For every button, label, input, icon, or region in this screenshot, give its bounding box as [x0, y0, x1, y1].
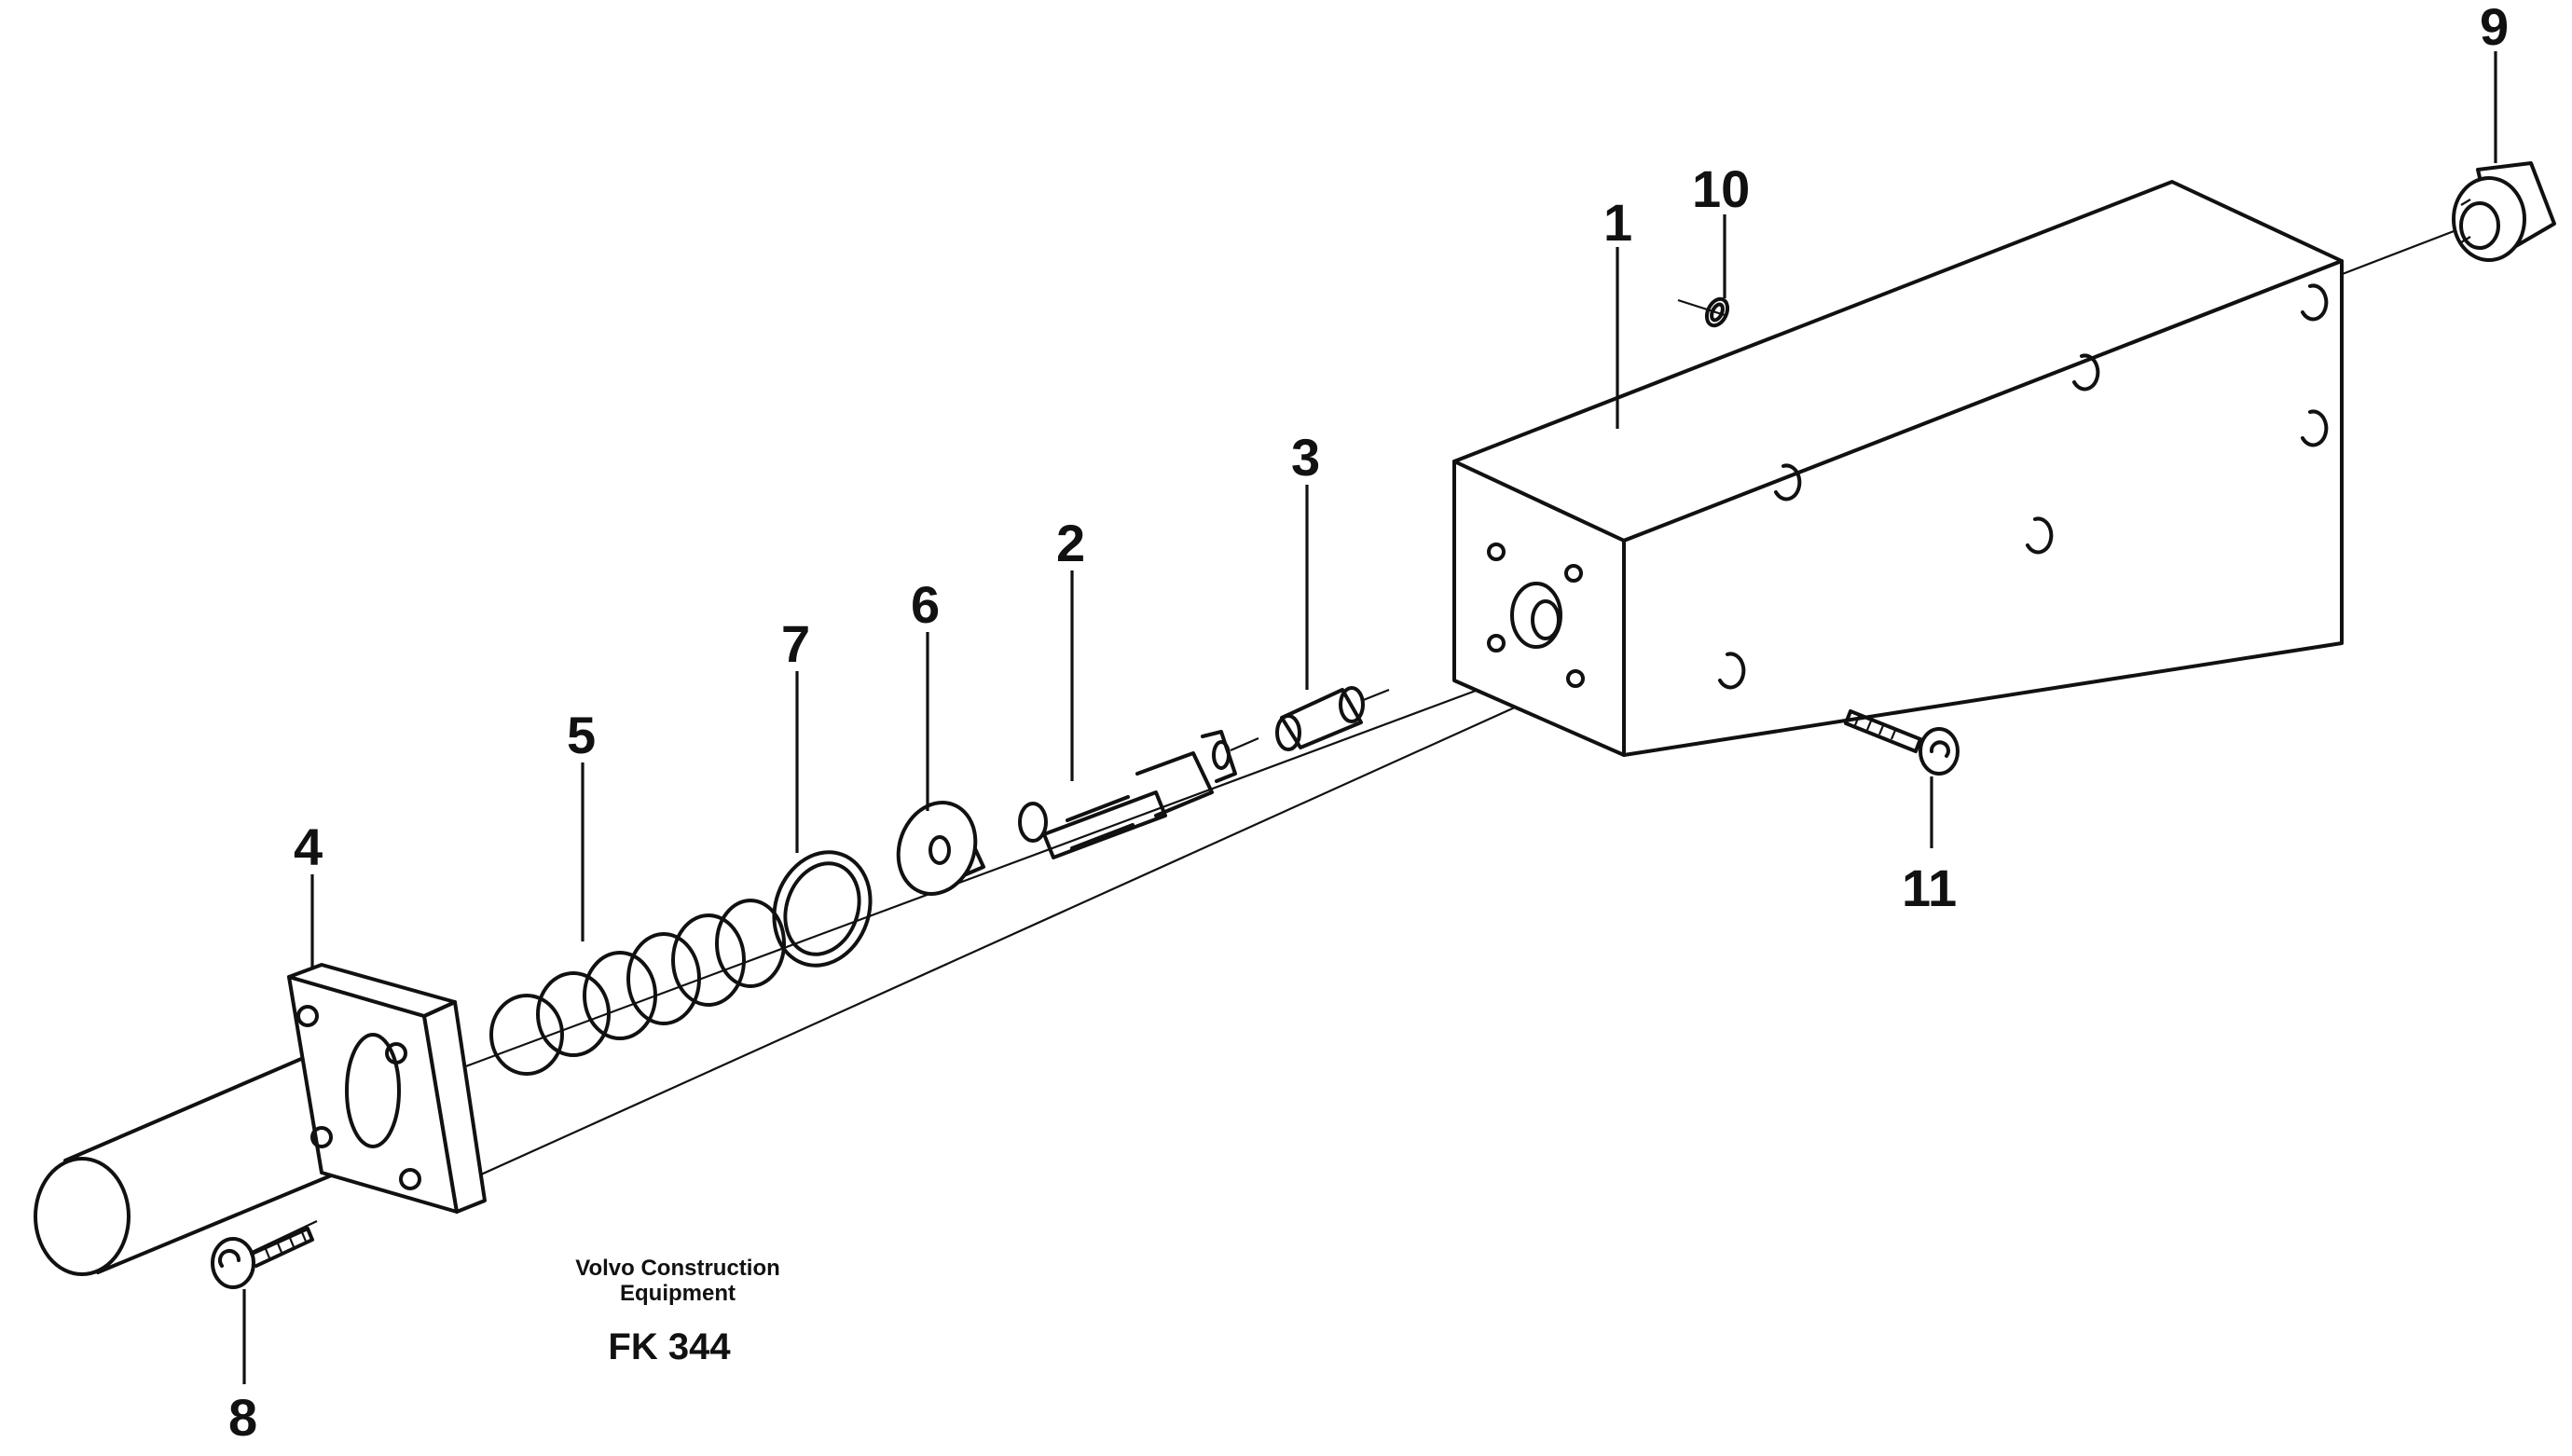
callout-4: 4 [294, 817, 323, 876]
spool [1018, 730, 1259, 859]
callout-11: 11 [1902, 858, 1957, 917]
sleeve-with-flange [34, 963, 487, 1276]
figure-code: FK 344 [608, 1326, 731, 1367]
callout-6: 6 [911, 575, 940, 634]
caption-line-2: Equipment [620, 1281, 736, 1306]
small-o-ring [1704, 296, 1730, 328]
callout-3: 3 [1291, 428, 1320, 487]
callout-9: 9 [2480, 0, 2509, 56]
callout-7: 7 [781, 614, 810, 673]
callout-2: 2 [1056, 514, 1085, 572]
screw-11 [1844, 709, 1960, 776]
plug [2452, 161, 2556, 262]
spring [489, 899, 786, 1076]
callout-5: 5 [567, 706, 596, 764]
o-ring [772, 850, 873, 968]
spring-seat-washer [896, 801, 985, 896]
screw-8 [211, 1227, 314, 1289]
valve-body-block [1452, 180, 2344, 757]
callout-10: 10 [1692, 159, 1750, 218]
plunger [1275, 686, 1390, 751]
leader-lines [242, 51, 2497, 1384]
callout-1: 1 [1603, 193, 1632, 252]
callout-8: 8 [228, 1388, 257, 1447]
caption-line-1: Volvo Construction [575, 1256, 780, 1281]
